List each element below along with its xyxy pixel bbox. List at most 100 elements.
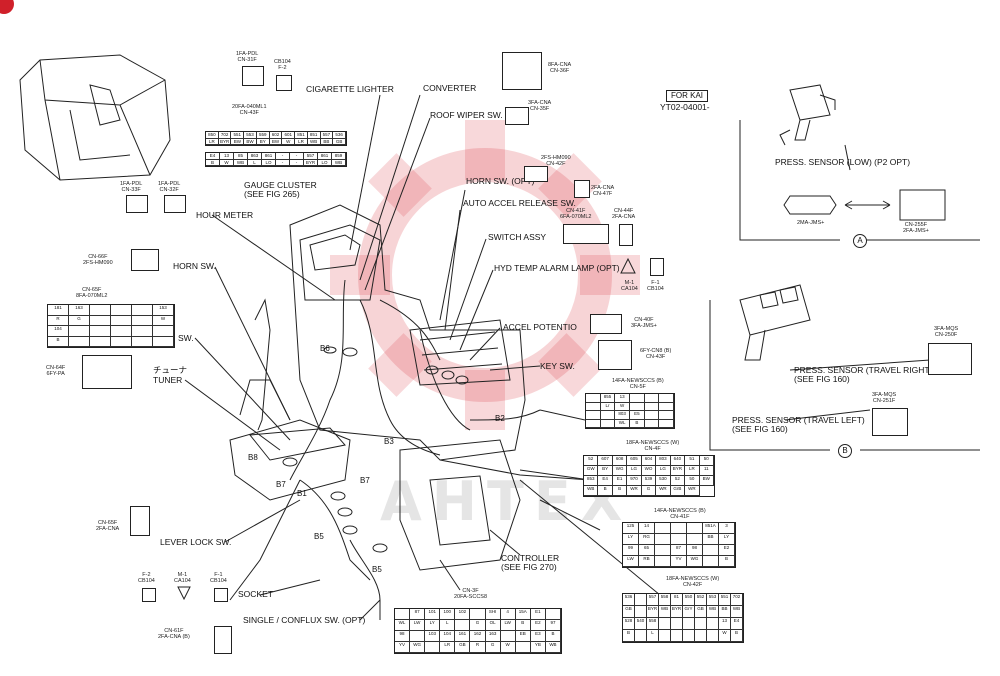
pin-cell: LO (318, 159, 332, 166)
pin-cell: WB (659, 606, 671, 618)
wire-b8-label: B8 (248, 453, 258, 462)
cn-251f-connector (872, 408, 908, 436)
cn-64f-caption: CN-64F 6FY-PA (46, 365, 66, 377)
pin-cell: WR (685, 486, 700, 496)
pin-cell: BB (719, 606, 731, 618)
cn-4f-caption: 18FA-NEWSCCS (W) CN-4F (626, 440, 680, 452)
hyd-temp-label: HYD TEMP ALARM LAMP (OPT) (494, 263, 620, 273)
press-right-label: PRESS. SENSOR (TRAVEL RIGHT) (794, 365, 933, 375)
pin-cell: WL (395, 620, 411, 631)
pin-cell: 50 (685, 476, 700, 486)
pin-cell: 530 (656, 476, 671, 486)
pin-cell: 97 (545, 620, 561, 631)
cn-41f-caption: 14FA-NEWSCCS (B) CN-41F (654, 508, 706, 520)
pin-cell: WG (410, 642, 426, 653)
cn-41f-top-caption: CN-41F 6FA-070ML2 (560, 208, 592, 220)
gauge-cluster-label: GAUGE CLUSTER (244, 180, 317, 190)
pin-cell: 528 (623, 618, 635, 630)
pin-cell: E1 (612, 476, 628, 486)
pin-cell: BYR (218, 138, 232, 145)
cn-44f-connector (619, 224, 633, 246)
serial-label: YT02-04001- (660, 102, 710, 112)
pin-cell: 162 (470, 631, 486, 642)
m1-ca104-caption: M-1 CA104 (174, 572, 191, 584)
cn-44f-caption: CN-44F 2FA-CNA (612, 208, 636, 220)
pin-cell: 851 (295, 132, 308, 139)
pin-cell: 604 (641, 456, 657, 466)
pin-cell: 104 (440, 631, 456, 642)
cb104-f2-caption: CB104 F-2 (274, 59, 291, 71)
pin-cell: WO (641, 466, 657, 476)
pin-cell: 52 (670, 476, 686, 486)
pin-cell: LY (719, 534, 735, 545)
pin-cell: 4 (500, 609, 516, 620)
pin-cell: BYR (304, 159, 318, 166)
pin-cell (90, 326, 111, 337)
pin-cell (586, 419, 601, 428)
wire-b2-label: B2 (495, 414, 505, 423)
pin-cell: GB (695, 606, 707, 618)
circle-a-label: A (853, 234, 867, 248)
roof-wiper-label: ROOF WIPER SW. (430, 110, 503, 120)
pin-cell: WB (584, 486, 599, 496)
pin-cell: WB (234, 159, 248, 166)
pin-cell: 13 (719, 618, 731, 630)
pin-cell (90, 305, 111, 316)
cn-65f-lever-connector (130, 506, 150, 536)
pin-cell (132, 326, 153, 337)
gauge-cluster-ref: (SEE FIG 265) (244, 189, 300, 199)
pin-cell (683, 630, 695, 642)
cn-250f-caption: 3FA-MQS CN-250F (934, 326, 959, 338)
cn-65f-lever-caption: CN-65F 2FA-CNA (96, 520, 120, 532)
cn-43f-caption: 20FA-040ML1 CN-43F (232, 104, 267, 116)
pin-cell: LW (623, 556, 639, 567)
pin-cell: E4 (206, 153, 220, 160)
cn-36f-connector (502, 52, 542, 90)
pin-cell (111, 315, 132, 326)
pin-cell (455, 620, 471, 631)
pin-cell: WB (707, 606, 719, 618)
wire-b3-label: B3 (384, 437, 394, 446)
socket-label: SOCKET (238, 589, 273, 599)
pin-cell: 163 (485, 631, 501, 642)
pin-cell: BYR (670, 466, 686, 476)
pin-cell: LW (410, 620, 426, 631)
pin-cell: WB (332, 159, 346, 166)
wire-b7b-label: B7 (360, 476, 370, 485)
controller-label: CONTROLLER (501, 553, 560, 563)
pin-cell: GW (584, 466, 599, 476)
cn-251f-caption: 3FA-MQS CN-251F (872, 392, 897, 404)
cn-35f-connector (505, 107, 529, 125)
pin-cell: EB (515, 631, 531, 642)
pin-cell (500, 631, 516, 642)
pin-cell (644, 394, 660, 403)
pin-cell: B (598, 486, 613, 496)
cn-36f-caption: 8FA-CNA CN-36F (548, 62, 572, 74)
for-kai-label: FOR KAI (666, 90, 709, 102)
pin-cell: B (545, 631, 561, 642)
pin-cell (630, 402, 645, 411)
pin-cell: 557 (304, 153, 318, 160)
m1-ca104-triangle-icon (177, 586, 191, 600)
wire-b6-label: B6 (320, 344, 330, 353)
pin-cell: 100 (440, 609, 456, 620)
wire-b1-label: B1 (297, 489, 307, 498)
pin-cell: W (719, 630, 731, 642)
tuner-jp-label: チューナ (153, 365, 188, 375)
pin-cell (586, 394, 601, 403)
pin-cell: B (630, 419, 645, 428)
pin-cell (90, 315, 111, 326)
press-right-ref: (SEE FIG 160) (794, 374, 850, 384)
pin-cell: 3 (719, 523, 735, 534)
pin-cell: YB (530, 642, 546, 653)
pin-cell: 15A (515, 609, 531, 620)
controller-ref: (SEE FIG 270) (501, 562, 557, 572)
pin-cell: BB (320, 138, 334, 145)
pin-cell: - (276, 153, 290, 160)
cn-61f-caption: CN-61F 2FA-CNA (B) (158, 628, 190, 640)
pin-cell: LR (440, 642, 456, 653)
pin-cell: G (485, 642, 501, 653)
pin-cell: 99 (623, 545, 639, 556)
pin-cell: 65 (639, 545, 655, 556)
pin-cell: 557 (647, 594, 659, 606)
